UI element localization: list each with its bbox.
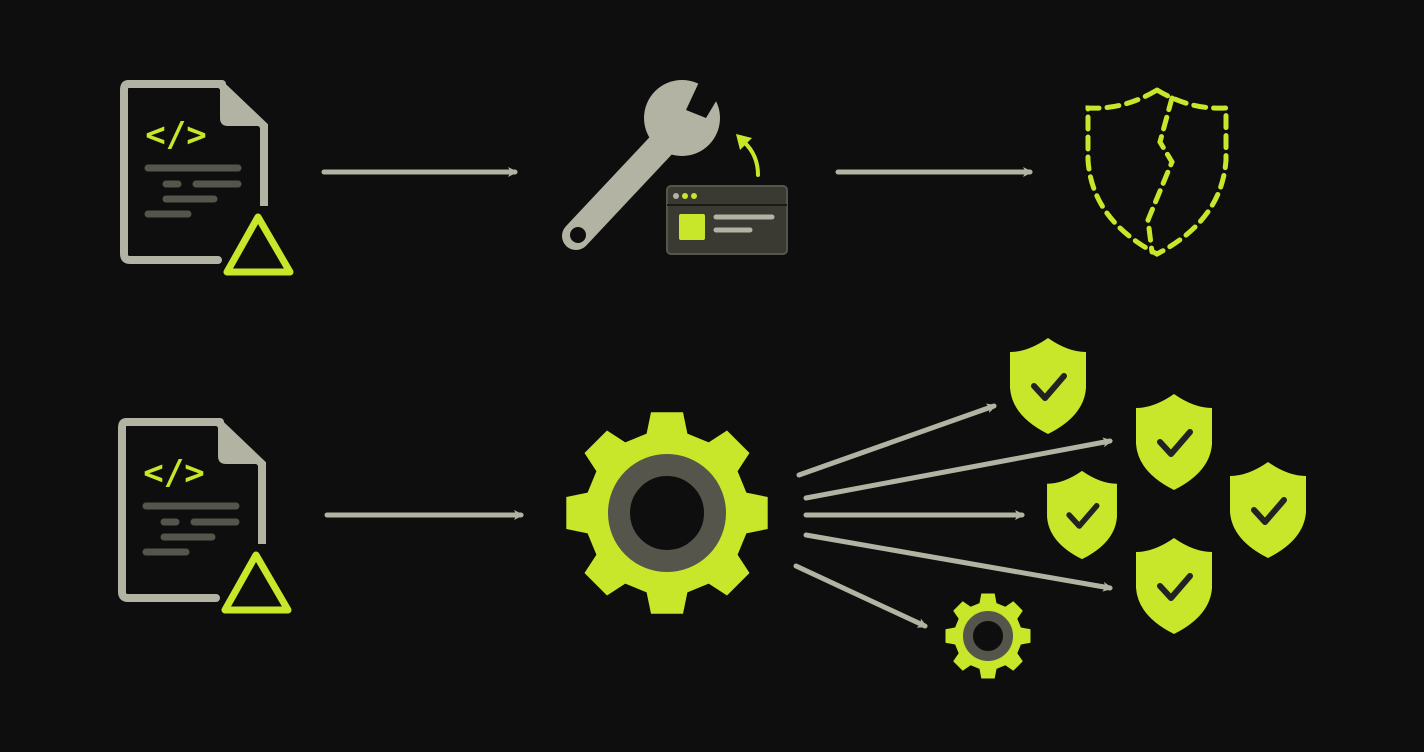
gear-hub bbox=[608, 454, 726, 572]
gear-hub bbox=[963, 611, 1013, 661]
code-file-icon: </> bbox=[122, 422, 288, 610]
shield-check-icon bbox=[1010, 338, 1086, 434]
shield-check-icon bbox=[1047, 471, 1117, 559]
shield-check-icon bbox=[1136, 394, 1212, 490]
gear-icon bbox=[566, 412, 768, 614]
fan-arrows bbox=[793, 403, 1113, 629]
arrow bbox=[796, 403, 997, 478]
small-gear-icon bbox=[945, 593, 1031, 679]
code-glyph: </> bbox=[143, 453, 204, 493]
arrow bbox=[803, 437, 1113, 501]
code-file-icon: </> bbox=[124, 84, 290, 272]
shield-check-icon bbox=[1230, 462, 1306, 558]
browser-window-icon bbox=[666, 185, 788, 255]
curved-arrow-icon bbox=[736, 134, 760, 177]
arrow bbox=[793, 563, 928, 629]
arrow bbox=[803, 532, 1113, 592]
code-glyph: </> bbox=[145, 115, 206, 155]
wrench-icon bbox=[562, 80, 724, 250]
broken-shield-icon bbox=[1085, 87, 1229, 257]
shield-check-icon bbox=[1136, 538, 1212, 634]
